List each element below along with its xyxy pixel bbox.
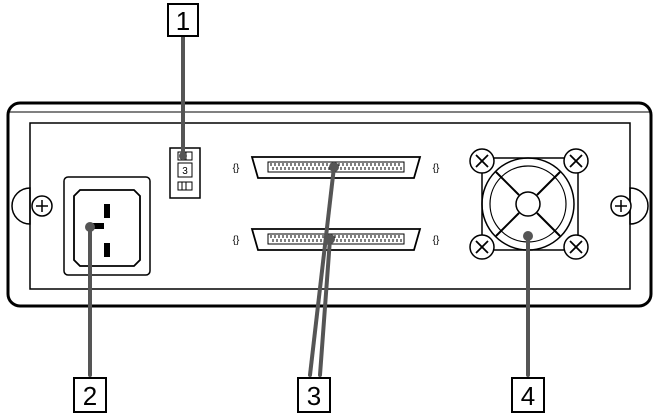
callout-1: 1	[167, 3, 199, 37]
id-switch-digit: 3	[182, 166, 188, 177]
thumbscrew-icon: {}	[433, 163, 440, 174]
callout-2: 2	[73, 377, 107, 413]
fan-screw-icon	[469, 148, 495, 174]
left-mount-screw-icon	[11, 187, 53, 225]
right-mount-screw-icon	[610, 187, 649, 225]
ac-power-inlet	[63, 176, 151, 276]
callout-4: 4	[511, 377, 545, 413]
callout-2-number: 2	[83, 381, 97, 411]
thumbscrew-icon: {}	[233, 235, 240, 246]
callout-1-number: 1	[176, 6, 190, 36]
scsi-connector-bottom: {} {}	[233, 228, 440, 251]
leader-line-3a	[308, 165, 336, 377]
fan-screw-icon	[469, 234, 495, 260]
callout-3: 3	[297, 377, 331, 413]
callout-3-number: 3	[307, 381, 321, 411]
leader-lines	[85, 34, 533, 377]
thumbscrew-icon: {}	[433, 235, 440, 246]
thumbscrew-icon: {}	[233, 163, 240, 174]
callout-4-number: 4	[521, 381, 535, 411]
leader-line-3b	[318, 237, 332, 377]
fan-screw-icon	[563, 148, 589, 174]
fan-screw-icon	[563, 234, 589, 260]
